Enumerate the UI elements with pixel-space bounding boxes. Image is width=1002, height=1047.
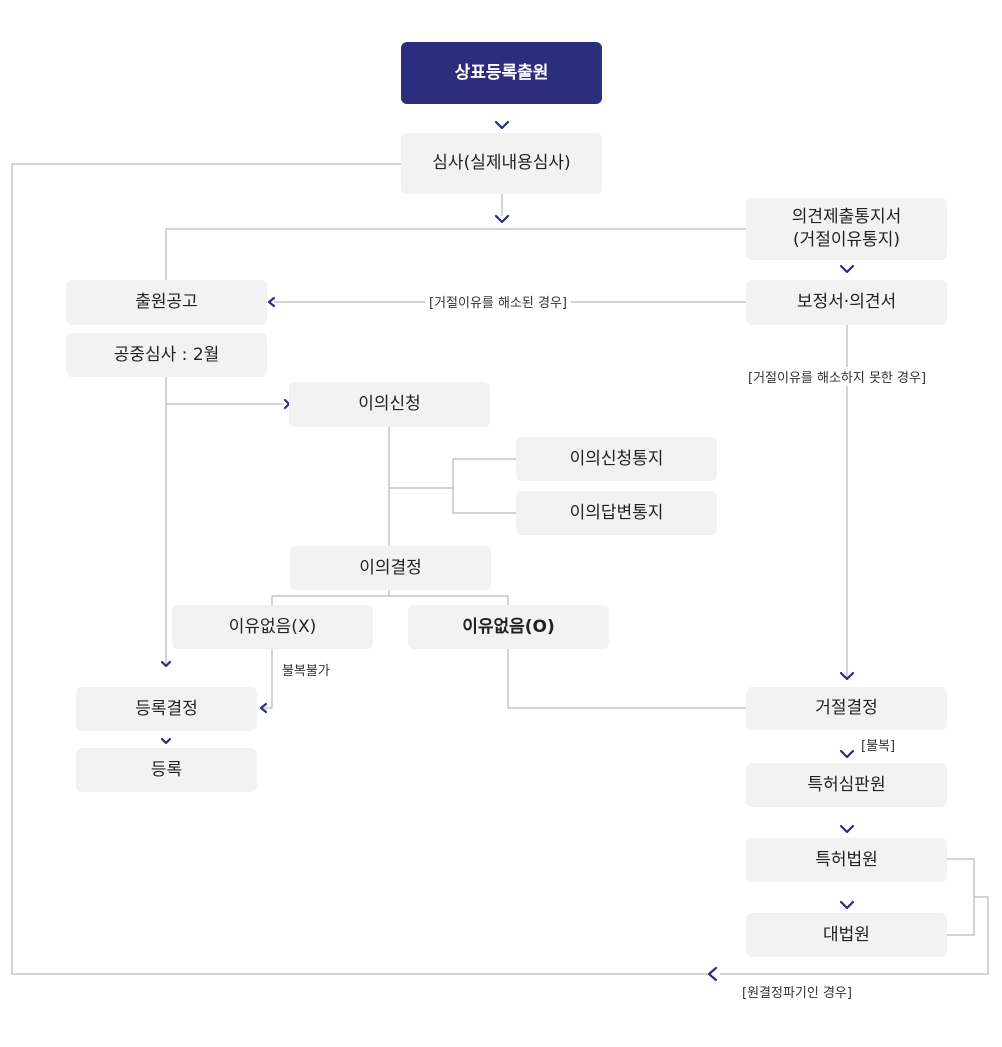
arrow-to-registration xyxy=(160,737,172,745)
node-patent-tribunal: 특허심판원 xyxy=(746,763,947,807)
label-appeal: [불복] xyxy=(861,739,896,754)
node-registration: 등록 xyxy=(76,748,257,792)
node-application: 상표등록출원 xyxy=(401,42,602,104)
connector-nogrounds-o xyxy=(507,649,746,709)
node-supreme-court: 대법원 xyxy=(746,913,947,957)
node-opinion-notice: 의견제출통지서 (거절이유통지) xyxy=(746,198,947,260)
node-examination: 심사(실제내용심사) xyxy=(401,133,602,194)
node-publication: 출원공고 xyxy=(66,280,267,325)
node-rejection-decision: 거절결정 xyxy=(746,687,947,730)
node-no-grounds-o: 이유없음(O) xyxy=(408,605,609,649)
arrow-to-court xyxy=(839,824,855,834)
connector-branch-notices xyxy=(452,458,516,514)
node-registration-decision: 등록결정 xyxy=(76,687,257,731)
node-opposition: 이의신청 xyxy=(289,382,490,427)
node-no-grounds-x: 이유없음(X) xyxy=(172,605,373,649)
connector-supreme-return xyxy=(720,896,989,975)
node-opposition-notice: 이의신청통지 xyxy=(516,437,717,481)
label-original-overturned: [원결정파기인 경우] xyxy=(742,986,852,1001)
arrow-to-amendment xyxy=(839,264,855,274)
connector-court-bracket xyxy=(946,858,975,936)
node-amendment: 보정서·의견서 xyxy=(746,280,947,325)
node-patent-court: 특허법원 xyxy=(746,838,947,882)
connector-split-left xyxy=(165,228,746,280)
arrow-to-registration-decision xyxy=(160,660,172,668)
arrow-to-exam xyxy=(494,120,510,130)
connector-decision-split xyxy=(271,595,509,605)
arrow-to-supreme xyxy=(839,900,855,910)
arrow-to-rejection xyxy=(839,671,855,681)
arrow-return-left xyxy=(707,966,718,982)
arrow-to-publication xyxy=(267,296,276,308)
label-reasons-resolved: [거절이유를 해소된 경우] xyxy=(425,292,572,311)
node-public-review: 공중심사 : 2월 xyxy=(66,333,267,377)
connector-return-loop xyxy=(11,163,710,975)
arrow-to-tribunal xyxy=(839,749,855,759)
connector-nogrounds-x xyxy=(264,649,273,709)
arrow-from-nogrounds-x xyxy=(259,702,268,714)
label-reasons-not-resolved: [거절이유를 해소하지 못한 경우] xyxy=(744,367,931,386)
node-opposition-reply: 이의답변통지 xyxy=(516,491,717,535)
node-opposition-decision: 이의결정 xyxy=(290,546,491,590)
label-no-appeal: 불복불가 xyxy=(282,664,330,679)
arrow-exam-down xyxy=(494,214,510,224)
